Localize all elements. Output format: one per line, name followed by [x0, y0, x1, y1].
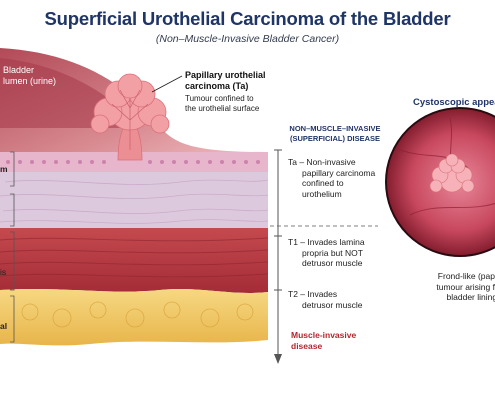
callout-leader	[151, 75, 183, 93]
page-subtitle: (Non–Muscle-Invasive Bladder Cancer)	[155, 33, 340, 45]
cystoscopic-title: Cystoscopic appea	[413, 97, 495, 108]
layer-label-muscle: is	[0, 267, 7, 277]
tumour-callout-note: Tumour confined to the urothelial surfac…	[185, 94, 260, 113]
staging-header: NON–MUSCLE–INVASIVE (SUPERFICIAL) DISEAS…	[289, 124, 381, 143]
muscle-invasive-label: Muscle-invasive disease	[291, 330, 357, 351]
perivesical-fat-layer	[0, 288, 268, 346]
urothelial-cells	[6, 160, 260, 164]
layer-brackets	[10, 151, 15, 343]
lamina-propria-layer	[0, 170, 268, 228]
cystoscopic-caption: Frond-like (papillar tumour arising from…	[436, 271, 495, 302]
stage-t1-text: T1 – Invades lamina propria but NOT detr…	[288, 237, 365, 268]
detrusor-muscle-layer	[0, 228, 268, 293]
stage-ticks	[274, 149, 282, 291]
urothelium-layer	[0, 152, 268, 172]
fat-lobules	[21, 301, 254, 328]
muscle-fibres	[0, 237, 269, 278]
layer-label-urothelium: m	[0, 164, 8, 174]
tumour-callout-title: Papillary urothelial carcinoma (Ta)	[185, 70, 266, 91]
stage-ta-text: Ta – Non-invasive papillary carcinoma co…	[288, 157, 376, 199]
page-title: Superficial Urothelial Carcinoma of the …	[44, 8, 451, 29]
layer-label-fat: al	[0, 321, 8, 331]
papillary-tumour	[90, 73, 170, 161]
cystoscopic-view	[385, 107, 495, 257]
stage-axis-arrowhead	[274, 354, 282, 364]
lamina-propria-fibres	[0, 179, 269, 224]
tumour-fronds	[111, 89, 149, 150]
lumen-label: Bladder lumen (urine)	[3, 65, 57, 86]
stage-t2-text: T2 – Invades detrusor muscle	[288, 289, 363, 310]
